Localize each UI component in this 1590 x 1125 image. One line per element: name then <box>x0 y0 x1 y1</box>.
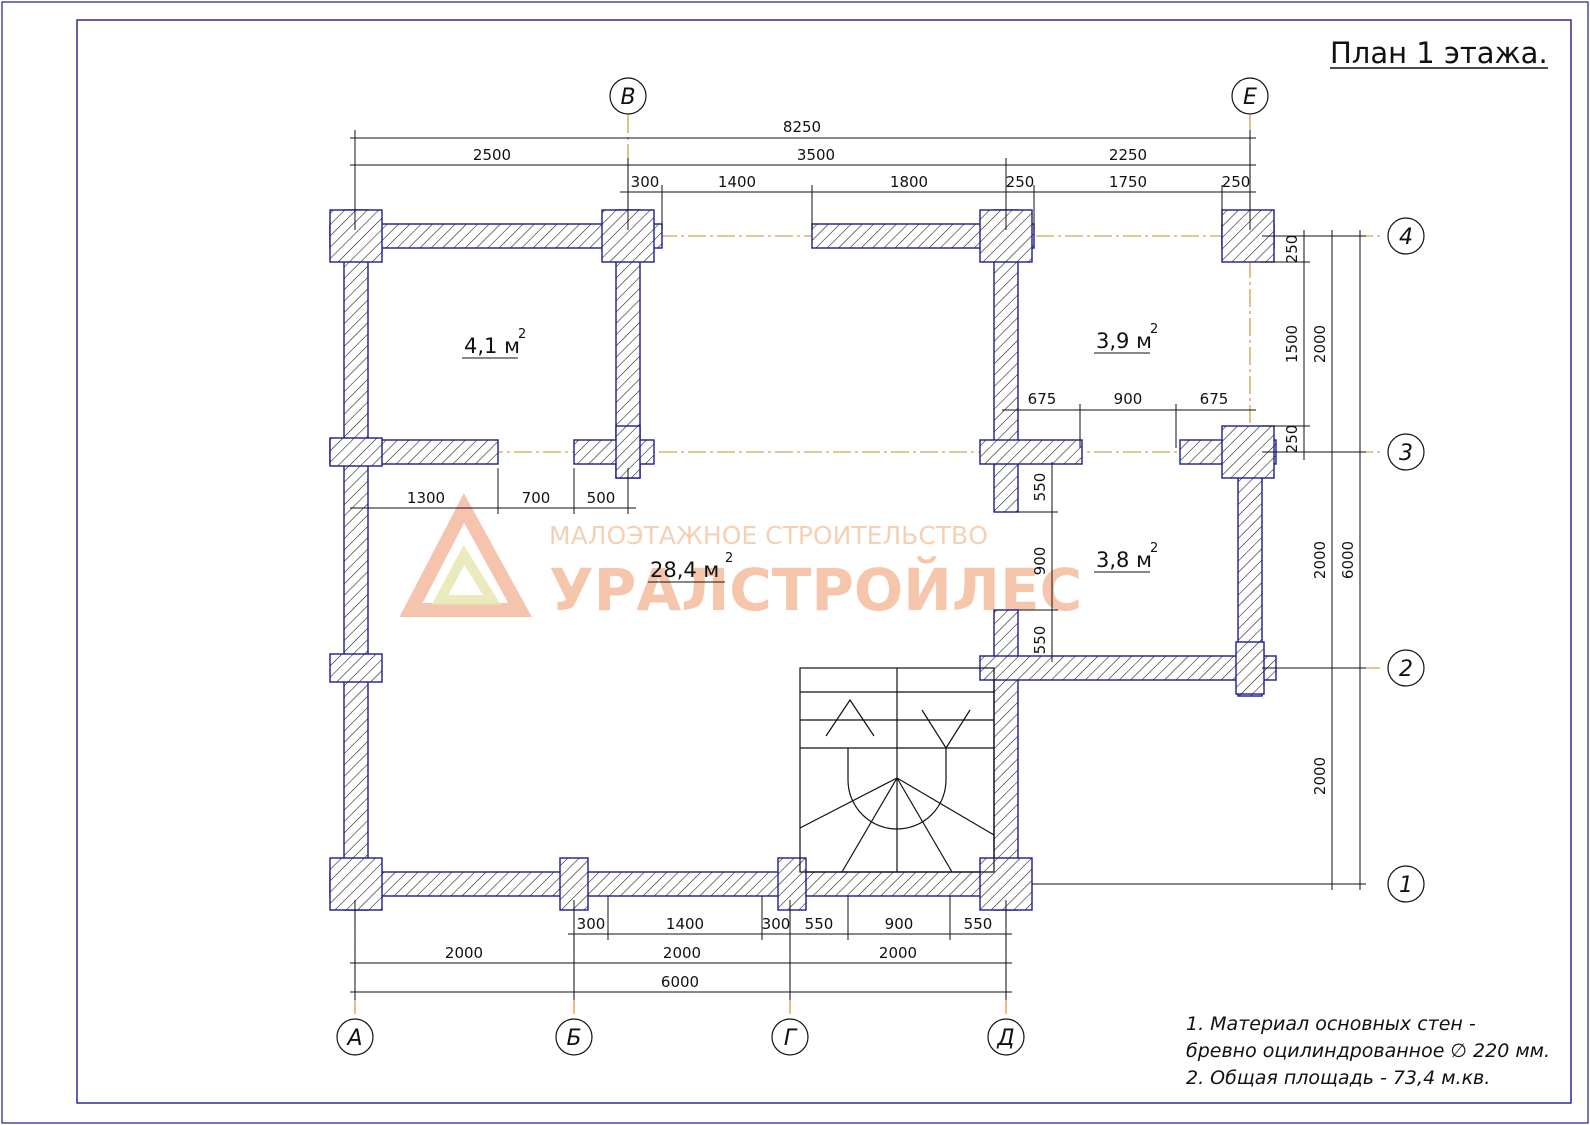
dim-inner-p1: 1300 <box>407 489 445 507</box>
dim-inner-w3: 675 <box>1200 390 1229 408</box>
dim-center-v2: 900 <box>1031 547 1049 576</box>
dim-bottom-c2: 2000 <box>663 944 701 962</box>
axis-labels: В Е А Б Г Д 4 3 2 1 <box>345 85 1413 1051</box>
dim-bottom-b6: 550 <box>964 915 993 933</box>
note-line-3: 2. Общая площадь - 73,4 м.кв. <box>1186 1067 1490 1089</box>
dimension-lines <box>350 130 1366 1000</box>
drawing-frame <box>76 19 1572 1104</box>
axis-label-g: Г <box>784 1026 798 1051</box>
axis-label-a: А <box>345 1026 362 1051</box>
dim-right-m3: 2000 <box>1311 757 1329 795</box>
dim-top-open2: 1400 <box>718 173 756 191</box>
axis-label-4: 4 <box>1399 225 1413 250</box>
axis-label-2: 2 <box>1399 657 1413 682</box>
dim-bottom-b1: 300 <box>577 915 606 933</box>
watermark: МАЛОЭТАЖНОЕ СТРОИТЕЛЬСТВО УРАЛСТРОЙЛЕС <box>399 493 1082 624</box>
walls <box>329 209 1277 911</box>
dim-bottom-overall: 6000 <box>661 973 699 991</box>
room-area-2-sup: 2 <box>1150 322 1158 337</box>
dim-top-open6: 250 <box>1222 173 1251 191</box>
watermark-line2: УРАЛСТРОЙЛЕС <box>549 555 1082 624</box>
dim-top-open4: 250 <box>1006 173 1035 191</box>
page-title: План 1 этажа. <box>1330 36 1548 70</box>
axis-label-1: 1 <box>1399 873 1413 898</box>
axis-label-e: Е <box>1243 85 1257 110</box>
dim-top-seg1: 2500 <box>473 146 511 164</box>
dim-bottom-b5: 900 <box>885 915 914 933</box>
axis-label-d: Д <box>996 1026 1014 1051</box>
wall-inner-right-a <box>979 439 1083 465</box>
room-area-4-sup: 2 <box>725 551 733 566</box>
dim-top-seg2: 3500 <box>797 146 835 164</box>
dim-bottom-b4: 550 <box>805 915 834 933</box>
stair-up-arrow-icon <box>825 698 875 737</box>
dim-right-i3: 250 <box>1283 425 1301 454</box>
staircase <box>799 667 995 873</box>
dim-bottom-c1: 2000 <box>445 944 483 962</box>
dim-bottom-b2: 1400 <box>666 915 704 933</box>
dim-bottom-c3: 2000 <box>879 944 917 962</box>
dim-inner-p3: 500 <box>587 489 616 507</box>
note-line-2: бревно оцилиндрованное ∅ 220 мм. <box>1186 1040 1550 1062</box>
axis-label-v: В <box>620 85 635 110</box>
dim-bottom-b3: 300 <box>762 915 791 933</box>
dim-right-m1: 2000 <box>1311 325 1329 363</box>
dim-top-open5: 1750 <box>1109 173 1147 191</box>
dim-center-v3: 550 <box>1031 626 1049 655</box>
note-line-1: 1. Материал основных стен - <box>1186 1013 1476 1035</box>
dim-top-open3: 1800 <box>890 173 928 191</box>
room-area-3: 3,8 м <box>1096 548 1152 572</box>
dim-center-v1: 550 <box>1031 473 1049 502</box>
room-labels: 4,1 м 2 3,9 м 2 3,8 м 2 28,4 м 2 <box>462 322 1158 583</box>
watermark-logo-inner-icon <box>431 545 501 605</box>
notes: 1. Материал основных стен - бревно оцили… <box>1186 1013 1550 1089</box>
dim-overall-top: 8250 <box>783 118 821 136</box>
dim-inner-w1: 675 <box>1028 390 1057 408</box>
wall-axis-2 <box>979 655 1277 681</box>
dim-inner-p2: 700 <box>522 489 551 507</box>
room-area-1: 4,1 м <box>464 334 520 358</box>
room-area-4: 28,4 м <box>650 558 719 582</box>
dim-right-outer: 6000 <box>1339 541 1357 579</box>
dim-right-i2: 1500 <box>1283 325 1301 363</box>
dim-top-open1: 300 <box>631 173 660 191</box>
axis-bubbles <box>336 77 1425 1056</box>
room-area-3-sup: 2 <box>1150 541 1158 556</box>
stair-down-arrow-icon <box>921 709 971 750</box>
watermark-line1: МАЛОЭТАЖНОЕ СТРОИТЕЛЬСТВО <box>549 521 988 550</box>
dim-inner-w2: 900 <box>1114 390 1143 408</box>
room-area-2: 3,9 м <box>1096 329 1152 353</box>
dim-right-m2: 2000 <box>1311 541 1329 579</box>
axis-label-b: Б <box>566 1026 581 1051</box>
room-area-1-sup: 2 <box>518 327 526 342</box>
dim-right-i1: 250 <box>1283 235 1301 264</box>
dim-top-seg3: 2250 <box>1109 146 1147 164</box>
watermark-logo-icon <box>399 493 532 617</box>
dimension-texts: 8250 2500 3500 2250 300 1400 1800 250 17… <box>407 118 1357 991</box>
wall-left <box>343 209 369 911</box>
axis-label-3: 3 <box>1399 441 1413 466</box>
wall-inner-left-b <box>573 439 655 465</box>
wall-bottom <box>329 871 1031 897</box>
